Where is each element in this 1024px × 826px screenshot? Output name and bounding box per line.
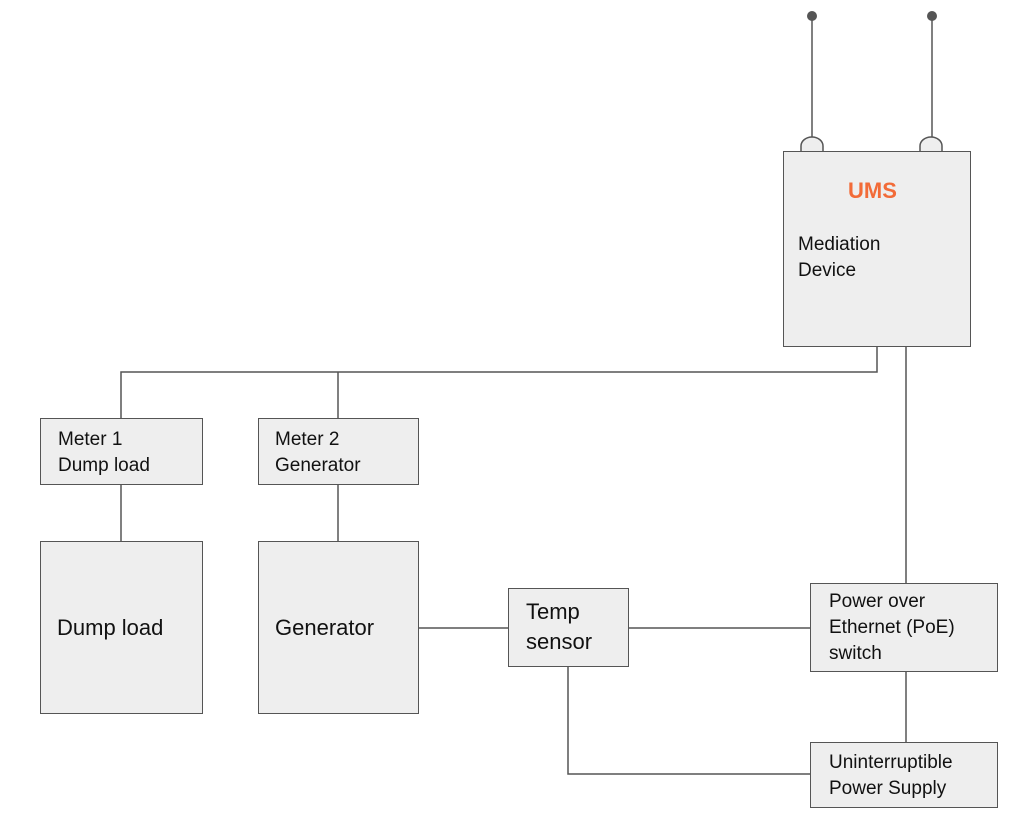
ups-label-line2: Power Supply xyxy=(829,778,947,799)
ums-title: UMS xyxy=(848,178,897,203)
temp-sensor-box: Temp sensor xyxy=(508,588,629,667)
antenna-left-tip-icon xyxy=(807,11,817,21)
meter-1-box: Meter 1 Dump load xyxy=(40,418,203,485)
ums-label-line1: Mediation xyxy=(798,234,881,255)
ums-label-line2: Device xyxy=(798,260,857,281)
ups-label-line1: Uninterruptible xyxy=(829,752,953,773)
antenna-left-base xyxy=(800,136,824,153)
antenna-right-tip-icon xyxy=(927,11,937,21)
dump-load-label: Dump load xyxy=(57,615,164,640)
poe-switch-label-line1: Power over xyxy=(829,591,926,612)
dump-load-box: Dump load xyxy=(40,541,203,714)
antenna-right-base xyxy=(919,136,943,153)
ums-mediation-device: UMS Mediation Device xyxy=(783,151,971,347)
poe-switch-label-line2: Ethernet (PoE) xyxy=(829,617,955,638)
temp-sensor-label-line1: Temp xyxy=(526,599,580,624)
poe-switch-box: Power over Ethernet (PoE) switch xyxy=(810,583,998,672)
generator-box: Generator xyxy=(258,541,419,714)
meter-1-label-line2: Dump load xyxy=(58,455,150,476)
line-ums-to-meters xyxy=(120,346,878,418)
ups-box: Uninterruptible Power Supply xyxy=(810,742,998,808)
temp-sensor-label-line2: sensor xyxy=(526,629,593,654)
generator-label: Generator xyxy=(275,615,375,640)
meter-2-label-line2: Generator xyxy=(275,455,361,476)
poe-switch-label-line3: switch xyxy=(829,643,882,664)
line-temp-to-ups xyxy=(567,666,810,775)
meter-2-box: Meter 2 Generator xyxy=(258,418,419,485)
meter-2-label-line1: Meter 2 xyxy=(275,429,340,450)
meter-1-label-line1: Meter 1 xyxy=(58,429,123,450)
